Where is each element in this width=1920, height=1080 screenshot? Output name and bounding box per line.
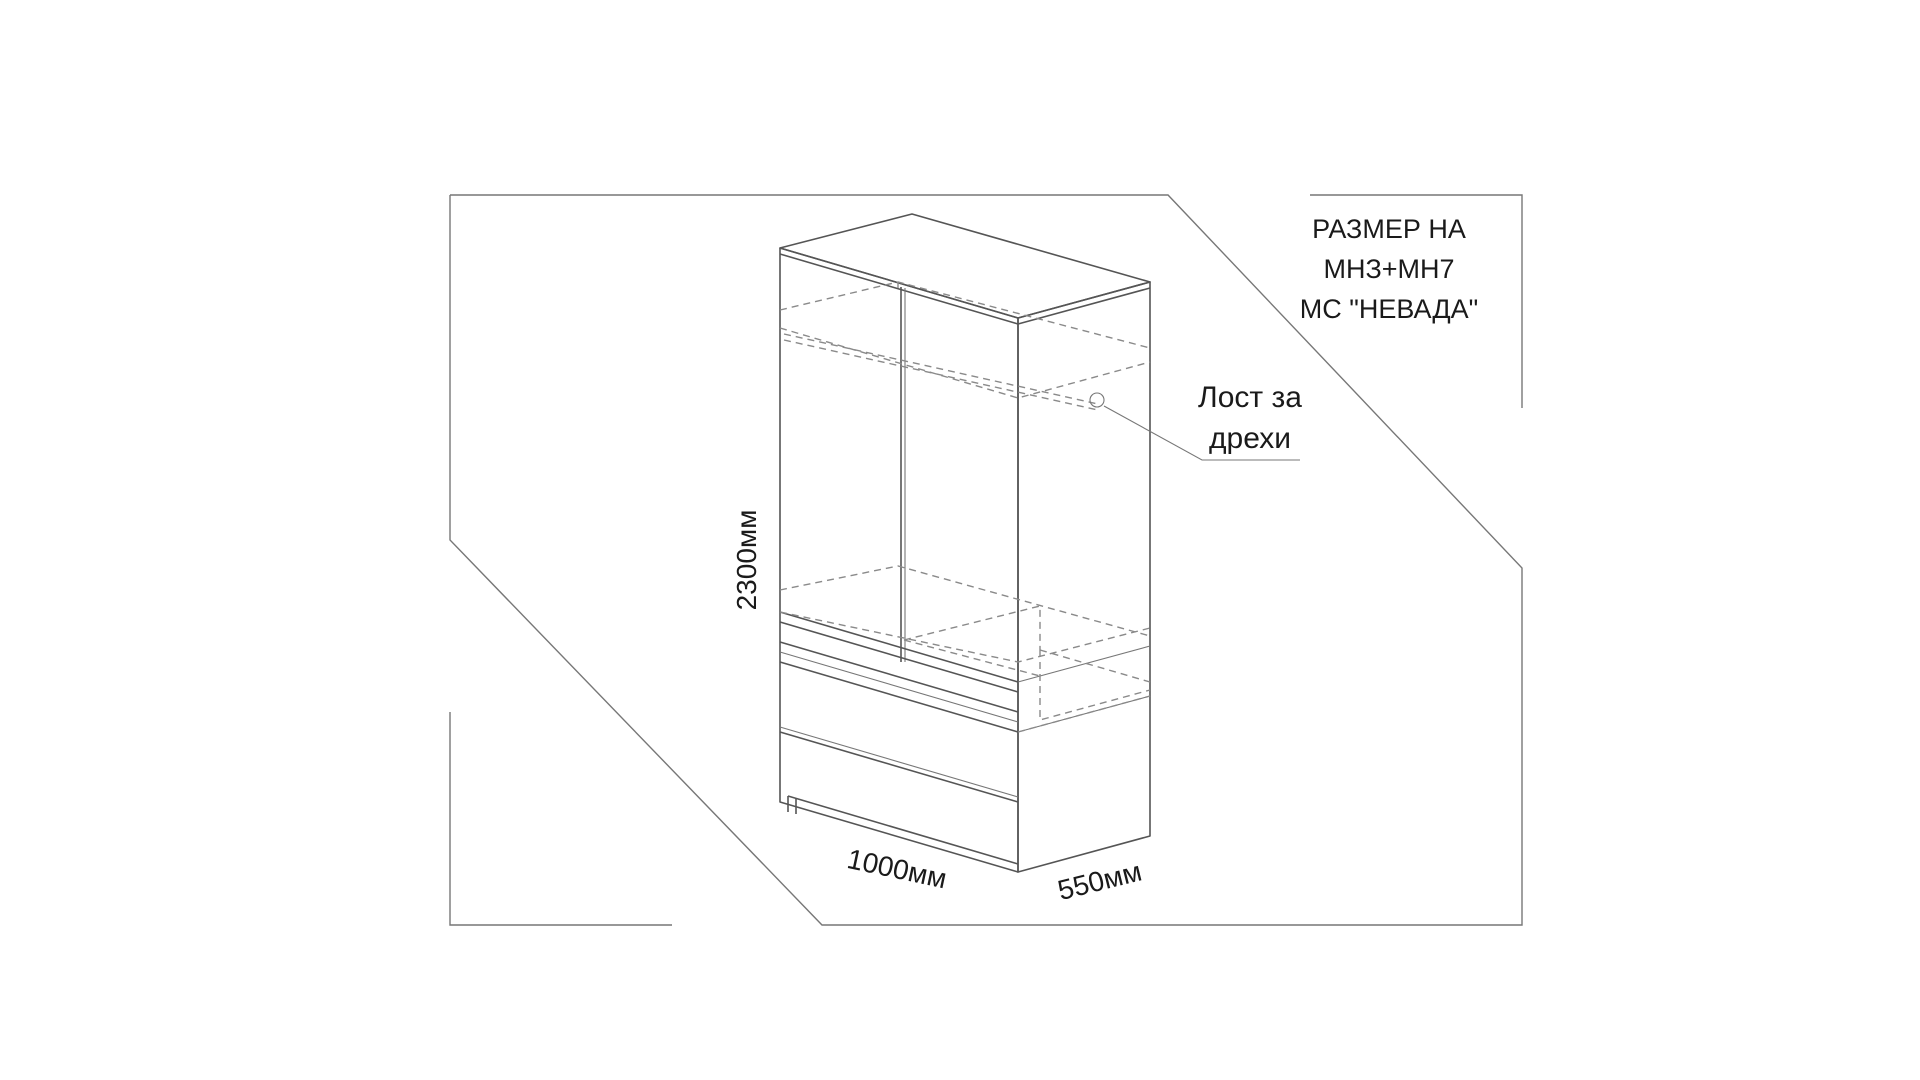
depth-dimension-label: 550мм <box>1055 855 1145 906</box>
page-frame <box>449 194 1523 926</box>
callout-line-2: дрехи <box>1209 422 1291 455</box>
drawer-divider <box>779 731 1019 803</box>
title-line-2: МНЗ+МН7 <box>1323 254 1454 284</box>
title-line-1: РАЗМЕР НА <box>1312 214 1466 244</box>
height-dimension-label: 2300мм <box>731 510 762 611</box>
callout-leader <box>1103 405 1300 461</box>
hidden-lines <box>779 281 1151 733</box>
wardrobe-front <box>779 247 1019 873</box>
title-block: РАЗМЕР НА МНЗ+МН7 МС "НЕВАДА" <box>1300 214 1478 324</box>
wardrobe-drawing <box>779 213 1300 873</box>
width-dimension-label: 1000мм <box>844 843 949 894</box>
clothes-rail-callout: Лост за дрехи <box>1198 381 1302 455</box>
rail-end-marker <box>1089 392 1105 408</box>
callout-line-1: Лост за <box>1198 381 1302 414</box>
wardrobe-side <box>1017 281 1151 873</box>
title-line-3: МС "НЕВАДА" <box>1300 294 1478 324</box>
plinth-line <box>787 795 1019 865</box>
